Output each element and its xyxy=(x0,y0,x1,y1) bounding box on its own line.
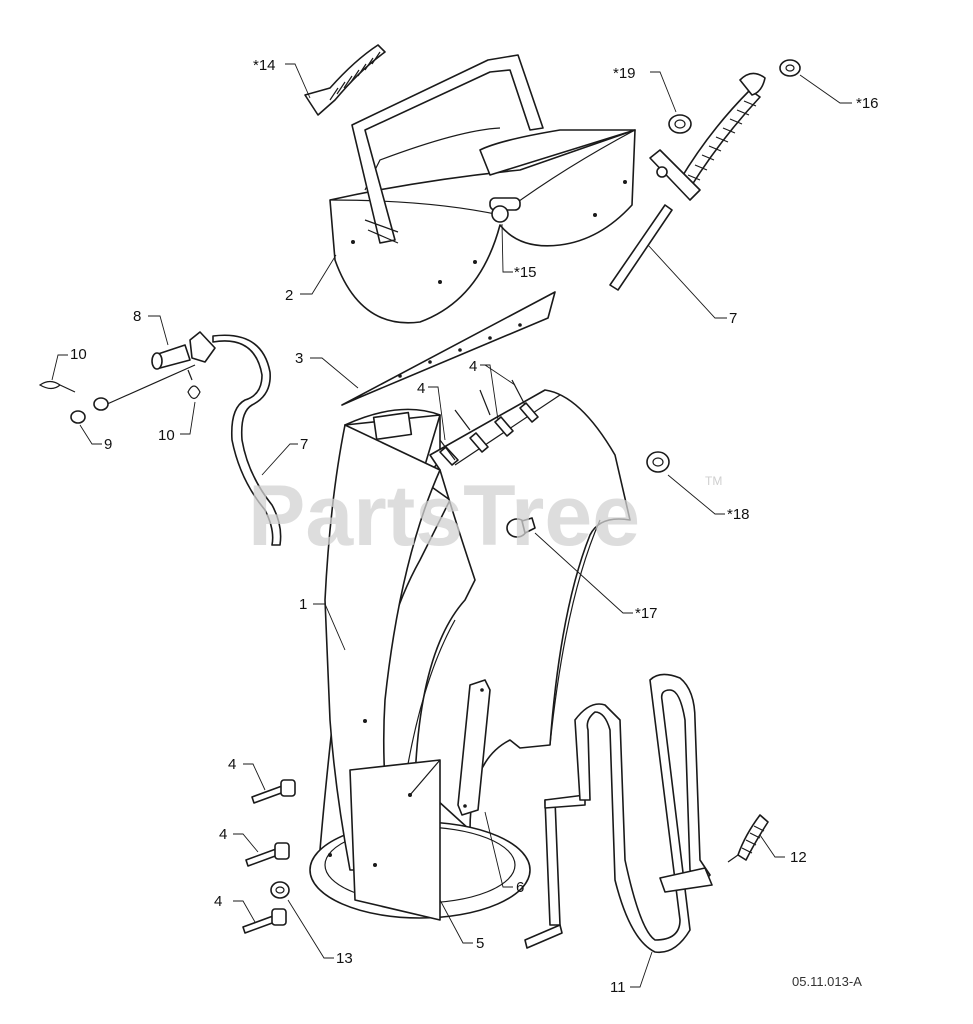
linkage-left xyxy=(38,331,216,424)
nut-18 xyxy=(646,451,670,473)
callout-16: *16 xyxy=(856,95,879,112)
spring-12 xyxy=(727,814,769,863)
callout-1: 1 xyxy=(299,596,307,613)
nut-13 xyxy=(270,881,290,899)
callout-2: 2 xyxy=(285,287,293,304)
callout-4-top-left: 4 xyxy=(417,380,425,397)
callout-4-left-a: 4 xyxy=(228,756,236,773)
rivets-left xyxy=(242,779,296,934)
watermark-text: PartsTree xyxy=(248,468,640,564)
plate-5 xyxy=(349,759,441,921)
callout-13: 13 xyxy=(336,950,353,967)
pin-17 xyxy=(506,517,536,538)
callout-5: 5 xyxy=(476,935,484,952)
callout-19: *19 xyxy=(613,65,636,82)
callout-11: 11 xyxy=(610,979,626,996)
rod-11 xyxy=(524,673,713,954)
callout-18: *18 xyxy=(727,506,750,523)
rivets-top xyxy=(439,379,539,466)
bar-6 xyxy=(457,679,491,816)
callout-15: *15 xyxy=(514,264,537,281)
spring-14 xyxy=(304,44,386,116)
callout-4-top-right: 4 xyxy=(469,358,477,375)
callout-10-lower: 10 xyxy=(158,427,175,444)
callout-6: 6 xyxy=(516,879,524,896)
figure-reference: 05.11.013-A xyxy=(792,974,862,989)
nut-16 xyxy=(779,59,801,77)
strip-3 xyxy=(341,291,556,406)
callout-14: *14 xyxy=(253,57,276,74)
callout-8: 8 xyxy=(133,308,141,325)
nut-19 xyxy=(668,114,692,134)
callout-17: *17 xyxy=(635,605,658,622)
callout-4-left-b: 4 xyxy=(219,826,227,843)
leader-lines xyxy=(51,63,852,988)
callout-9: 9 xyxy=(104,436,112,453)
callout-12: 12 xyxy=(790,849,807,866)
cable-7-lower xyxy=(212,334,282,546)
callout-4-left-c: 4 xyxy=(214,893,222,910)
deflector-handle xyxy=(351,54,544,244)
callout-7-upper: 7 xyxy=(729,310,737,327)
deflector-hood xyxy=(329,127,636,324)
watermark-trademark: TM xyxy=(705,474,722,488)
callout-3: 3 xyxy=(295,350,303,367)
callout-10-left: 10 xyxy=(70,346,87,363)
callout-7-lower: 7 xyxy=(300,436,308,453)
cable-7-upper xyxy=(609,72,766,291)
